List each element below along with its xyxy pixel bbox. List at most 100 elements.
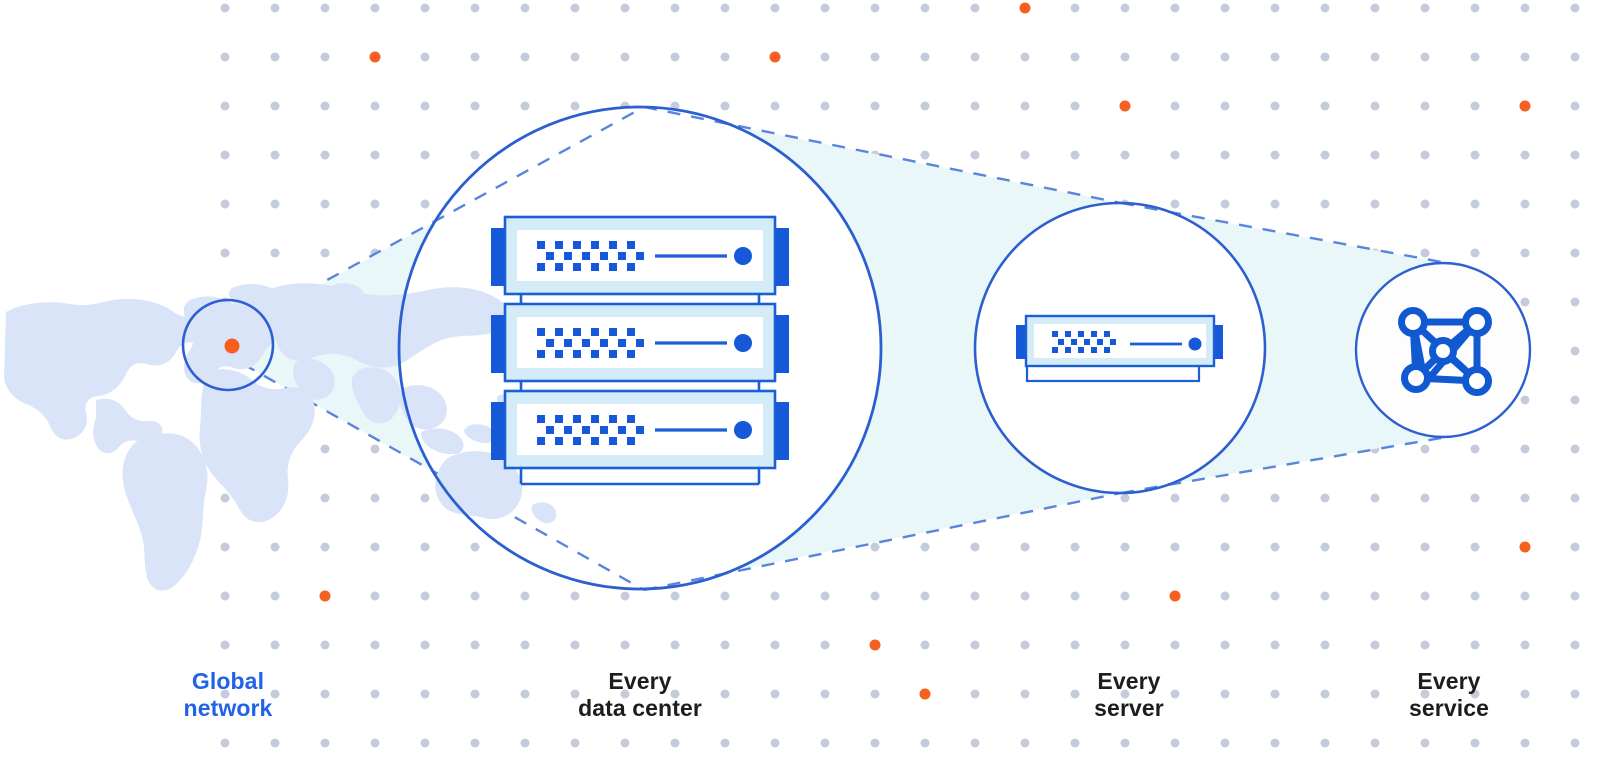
grid-dot [920,542,930,552]
grid-dot [1270,101,1280,111]
grid-dot [1070,542,1080,552]
grid-dot [320,640,330,650]
grid-dot [320,689,330,699]
grid-dot [1420,738,1430,748]
grid-dot [370,3,380,13]
grid-dot [670,689,680,699]
grid-dot [820,689,830,699]
grid-dot [1170,493,1180,503]
grid-dot-highlight [769,51,781,63]
grid-dot [1270,3,1280,13]
grid-dot [1320,101,1330,111]
label-global-network: Global network [183,668,273,722]
grid-dot [1020,52,1030,62]
grid-dot [320,52,330,62]
grid-dot [420,199,430,209]
grid-dot [1370,493,1380,503]
grid-dot [770,3,780,13]
grid-dot [1070,591,1080,601]
grid-dot [920,3,930,13]
grid-dot [520,52,530,62]
unit-1-dot-matrix [537,241,644,271]
grid-dot [420,101,430,111]
grid-dot [1270,199,1280,209]
grid-dot [1120,542,1130,552]
grid-dot [1470,591,1480,601]
grid-dot [370,101,380,111]
grid-dot [970,542,980,552]
grid-dot [370,199,380,209]
grid-dot [820,640,830,650]
grid-dot [1520,395,1530,405]
map-highlight-circle [181,298,275,392]
grid-dot [1120,3,1130,13]
grid-dot [1520,248,1530,258]
grid-dot [1470,101,1480,111]
grid-dot [1570,248,1580,258]
grid-dot [870,689,880,699]
grid-dot [1020,591,1030,601]
grid-dot [420,493,430,503]
grid-dot [1220,52,1230,62]
single-server-dot-matrix [1052,331,1116,353]
grid-dot [370,689,380,699]
grid-dot [1270,640,1280,650]
grid-dot [1020,542,1030,552]
grid-dot [620,689,630,699]
grid-dot [1570,542,1580,552]
grid-dot [520,689,530,699]
grid-dot [1420,689,1430,699]
grid-dot [1520,52,1530,62]
grid-dot [1320,52,1330,62]
grid-dot [520,640,530,650]
grid-dot [1070,640,1080,650]
grid-dot [1320,199,1330,209]
grid-dot [220,52,230,62]
grid-dot [1120,150,1130,160]
grid-dot [1570,395,1580,405]
grid-dot [1420,493,1430,503]
grid-dot [1470,444,1480,454]
grid-dot [1070,150,1080,160]
grid-dot [320,738,330,748]
grid-dot [420,52,430,62]
grid-dot [870,52,880,62]
grid-dot [1520,150,1530,160]
grid-dot [520,738,530,748]
grid-dot [220,3,230,13]
grid-dot [1570,297,1580,307]
grid-dot [870,591,880,601]
grid-dot [520,101,530,111]
grid-dot [1320,689,1330,699]
grid-dot [320,3,330,13]
grid-dot [270,150,280,160]
grid-dot [1370,591,1380,601]
grid-dot [420,738,430,748]
unit-2-status-dot [734,334,752,352]
grid-dot [670,591,680,601]
grid-dot [1470,542,1480,552]
grid-dot [1020,150,1030,160]
single-server-unit [1016,314,1223,383]
grid-dot [320,101,330,111]
service-circle-outline [1354,261,1532,439]
grid-dot [420,542,430,552]
grid-dot [1520,297,1530,307]
grid-dot [1570,444,1580,454]
grid-dot [770,689,780,699]
grid-dot [1570,3,1580,13]
grid-dot [570,738,580,748]
grid-dot [970,150,980,160]
grid-dot [270,3,280,13]
grid-dot [1220,199,1230,209]
grid-dot [1570,52,1580,62]
grid-dot [370,738,380,748]
grid-dot [1470,199,1480,209]
grid-dot [1520,3,1530,13]
grid-dot [1020,689,1030,699]
grid-dot [1120,738,1130,748]
